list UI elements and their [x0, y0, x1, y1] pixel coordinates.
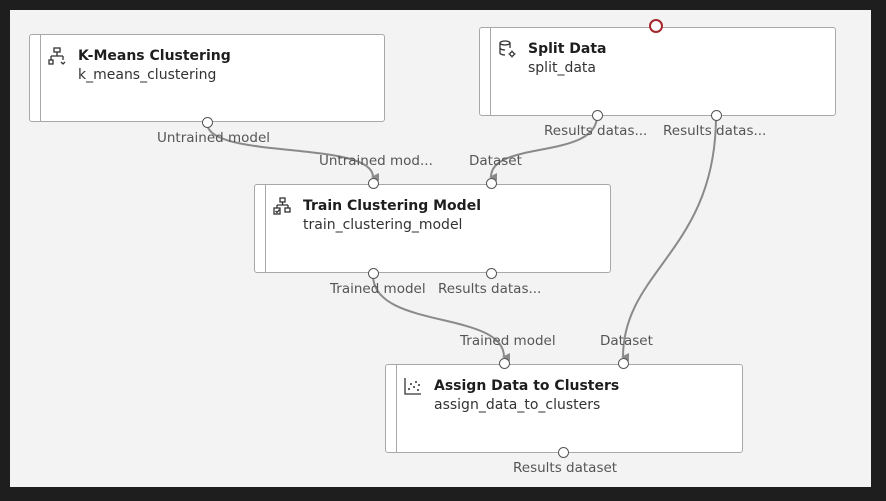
- module-assign-data-to-clusters[interactable]: Assign Data to Clusters assign_data_to_c…: [385, 364, 743, 453]
- module-title: K-Means Clustering: [78, 48, 231, 64]
- database-gear-icon: [498, 40, 516, 58]
- output-port-results-dataset[interactable]: [558, 447, 569, 458]
- hierarchy-icon: [48, 47, 66, 65]
- output-port-untrained-model[interactable]: [202, 117, 213, 128]
- module-name: split_data: [528, 60, 596, 76]
- scatter-icon: [404, 377, 422, 395]
- input-port-trained-model[interactable]: [499, 358, 510, 369]
- run-status-indicator[interactable]: [649, 19, 663, 33]
- port-label-results-dataset-1: Results datas...: [544, 123, 648, 139]
- pipeline-canvas[interactable]: K-Means Clustering k_means_clustering Un…: [10, 10, 871, 487]
- input-port-untrained-model[interactable]: [368, 178, 379, 189]
- wire-kmeans-to-train: [206, 122, 380, 181]
- port-label-results-dataset-2: Results datas...: [663, 123, 767, 139]
- module-name: assign_data_to_clusters: [434, 397, 601, 413]
- output-port-results-dataset-1[interactable]: [592, 110, 603, 121]
- module-name: k_means_clustering: [78, 67, 217, 83]
- output-port-results-dataset[interactable]: [486, 268, 497, 279]
- train-model-icon: [273, 197, 291, 215]
- port-label-trained-model: Trained model: [330, 281, 426, 297]
- port-label-results-dataset: Results datas...: [438, 281, 542, 297]
- input-port-dataset[interactable]: [486, 178, 497, 189]
- wire-split-to-train: [489, 115, 598, 182]
- module-kmeans-clustering[interactable]: K-Means Clustering k_means_clustering: [29, 34, 385, 122]
- port-label-untrained-model-input: Untrained mod...: [319, 153, 433, 169]
- output-port-trained-model[interactable]: [368, 268, 379, 279]
- connections-layer: [206, 115, 717, 362]
- port-label-trained-model-input: Trained model: [460, 333, 556, 349]
- port-label-results-dataset: Results dataset: [513, 460, 618, 476]
- port-label-dataset-input: Dataset: [600, 333, 653, 349]
- output-port-results-dataset-2[interactable]: [711, 110, 722, 121]
- wire-split-to-assign: [621, 115, 717, 362]
- module-title: Assign Data to Clusters: [434, 378, 620, 394]
- wire-train-to-assign: [372, 274, 511, 361]
- module-train-clustering-model[interactable]: Train Clustering Model train_clustering_…: [254, 184, 611, 273]
- module-title: Split Data: [528, 41, 607, 57]
- input-port-dataset[interactable]: [618, 358, 629, 369]
- port-label-dataset-input: Dataset: [469, 153, 522, 169]
- port-label-untrained-model: Untrained model: [157, 130, 271, 146]
- module-name: train_clustering_model: [303, 217, 463, 233]
- module-title: Train Clustering Model: [303, 198, 481, 214]
- module-split-data[interactable]: Split Data split_data: [479, 27, 836, 116]
